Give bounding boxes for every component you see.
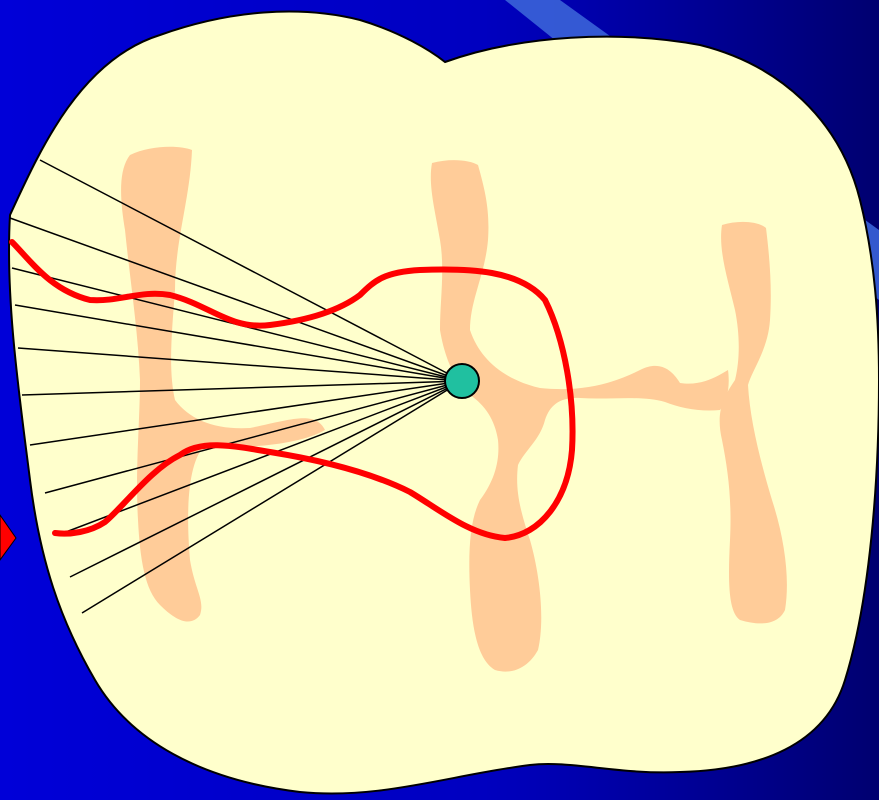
red-arrow-marker	[0, 514, 17, 561]
fissure-right-vertical	[719, 221, 787, 624]
occlusal-outline	[8, 10, 879, 795]
ray-line	[39, 159, 463, 382]
ray-line	[17, 347, 463, 382]
fissure-center-vertical	[430, 160, 729, 672]
fissure-left-vertical	[121, 146, 326, 622]
fissures	[121, 146, 787, 672]
ray-line	[69, 380, 463, 578]
focal-point-circle	[444, 363, 480, 399]
ray-line	[14, 304, 463, 382]
ray-line	[9, 217, 463, 382]
ray-line	[44, 380, 463, 494]
ray-line	[29, 380, 463, 446]
ray-line	[57, 380, 463, 536]
ray-line	[81, 380, 463, 614]
ray-line	[21, 380, 463, 396]
cavity-outline-path	[9, 239, 576, 541]
